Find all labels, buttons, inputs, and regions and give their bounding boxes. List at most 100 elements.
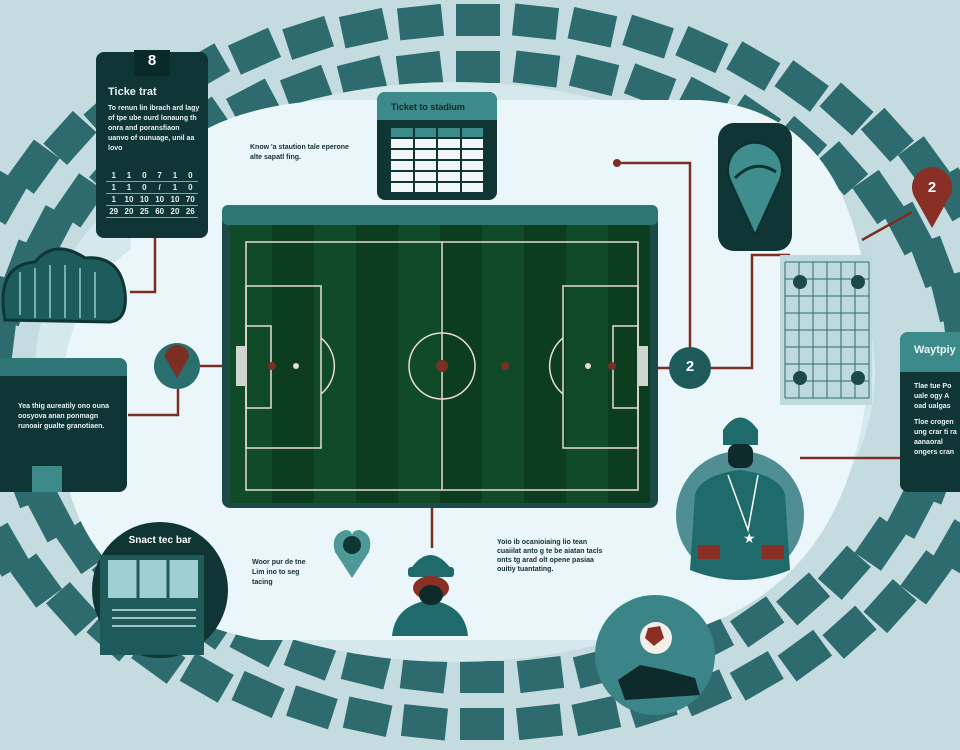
ticket-table-cell: 60 — [151, 205, 168, 218]
ticket-table-cell: 1 — [121, 181, 137, 194]
seat-block — [819, 82, 874, 136]
ticket-table-cell: 7 — [151, 170, 168, 182]
pitch-stripe — [398, 225, 440, 503]
ticket-card: 8 Ticke trat To renun lin ibrach ard lag… — [96, 50, 208, 238]
seat-block — [854, 516, 906, 571]
snack-bar-icon — [92, 522, 228, 658]
seat-block — [456, 51, 500, 83]
seat-block — [729, 596, 785, 648]
ticket-table-cell: 10 — [151, 193, 168, 206]
seat-block — [56, 519, 108, 575]
seat-block — [399, 656, 448, 694]
marker-number: 2 — [685, 358, 695, 375]
seat-block — [7, 139, 60, 194]
ticket-table-cell: 10 — [136, 193, 152, 206]
seat-block — [400, 704, 449, 741]
seat-block — [456, 4, 500, 36]
seat-block — [852, 169, 904, 225]
seat-block — [27, 488, 76, 543]
ticket-stadium-title: Ticket to stadium — [377, 92, 497, 120]
crowd-icon — [32, 466, 62, 492]
info-panel-right: Waytpiy Tlae tue Po uale ogy A oad ualga… — [900, 332, 960, 492]
ticket-grid-cell — [414, 128, 436, 137]
left-panel-text: Yea thig aureatily ono ouna oosyova anan… — [18, 403, 110, 430]
seat-block — [338, 7, 389, 49]
seat-block — [863, 578, 917, 634]
bottom-left-note: Woor pur de tne Lim ino to seg tacing — [252, 559, 306, 586]
ticket-grid-cell — [461, 128, 483, 137]
seat-map-image — [780, 255, 872, 405]
seat-block — [225, 78, 280, 128]
seat-block — [678, 669, 733, 717]
marker-number-red: 2 — [927, 179, 937, 196]
map-pin-icon — [718, 123, 792, 251]
seat-block — [932, 519, 960, 574]
seat-block — [342, 696, 393, 737]
seat-block — [622, 14, 674, 59]
ticket-grid-cell — [438, 161, 460, 170]
ticket-badge: 8 — [134, 50, 170, 76]
ticket-title: Ticke trat — [108, 86, 157, 98]
seat-block — [0, 170, 28, 225]
seat-block — [900, 550, 953, 605]
ticket-table-cell: 0 — [136, 181, 152, 194]
ticket-grid-cell — [391, 183, 413, 192]
ticket-table-cell: 1 — [106, 170, 122, 182]
ticket-grid-cell — [438, 139, 460, 148]
seat-block — [460, 661, 504, 693]
whistle-icon: ★ — [743, 530, 756, 546]
marker-badge-red — [912, 167, 953, 228]
seat-block — [286, 685, 338, 730]
ticket-table-cell: / — [151, 181, 168, 194]
seat-block — [512, 50, 561, 88]
seat-block — [568, 54, 620, 97]
shoe-and-ball-icon — [595, 595, 715, 715]
seat-block — [729, 650, 784, 701]
right-panel-para1: Tlae tue Po uale ogy A oad ualgas — [914, 383, 952, 410]
seat-block — [571, 695, 622, 737]
map-pin-icon — [154, 343, 200, 389]
seat-block — [815, 141, 869, 196]
seat-block — [0, 313, 17, 361]
ticket-table-cell: 20 — [121, 205, 137, 218]
ticket-grid-cell — [438, 172, 460, 181]
ticket-body: To renun lin ibrach ard lagy of tpe ube … — [108, 105, 200, 152]
seat-block — [777, 629, 833, 682]
ticket-grid-cell — [414, 183, 436, 192]
ticket-table-cell: 1 — [167, 181, 183, 194]
ticket-table-cell: 26 — [182, 205, 198, 218]
seat-block — [54, 173, 106, 228]
seat-block — [227, 27, 282, 75]
ticket-grid-cell — [391, 150, 413, 159]
seat-block — [860, 107, 915, 163]
ticket-grid-cell — [438, 183, 460, 192]
seat-block — [395, 50, 444, 89]
seat-block — [43, 110, 97, 166]
ticket-table-cell: 1 — [106, 181, 122, 194]
seat-block — [774, 60, 829, 112]
ticket-grid-cell — [438, 150, 460, 159]
person-icon — [392, 555, 468, 636]
seat-block — [10, 553, 63, 608]
ticket-table-cell: 10 — [167, 193, 183, 206]
seat-block — [929, 271, 960, 323]
ticket-grid-cell — [414, 150, 436, 159]
ticket-grid-cell — [391, 128, 413, 137]
seat-block — [822, 605, 877, 659]
cloud-stadium-icon — [1, 247, 127, 324]
ticket-table-cell: 0 — [182, 170, 198, 182]
ticket-grid-cell — [414, 161, 436, 170]
ticket-grid-cell — [461, 150, 483, 159]
ticket-table-cell: 70 — [182, 193, 198, 206]
seat-block — [817, 545, 871, 600]
seat-block — [567, 7, 618, 48]
seat-block — [511, 3, 560, 40]
seat-block — [282, 15, 335, 60]
ticket-grid-cell — [438, 128, 460, 137]
